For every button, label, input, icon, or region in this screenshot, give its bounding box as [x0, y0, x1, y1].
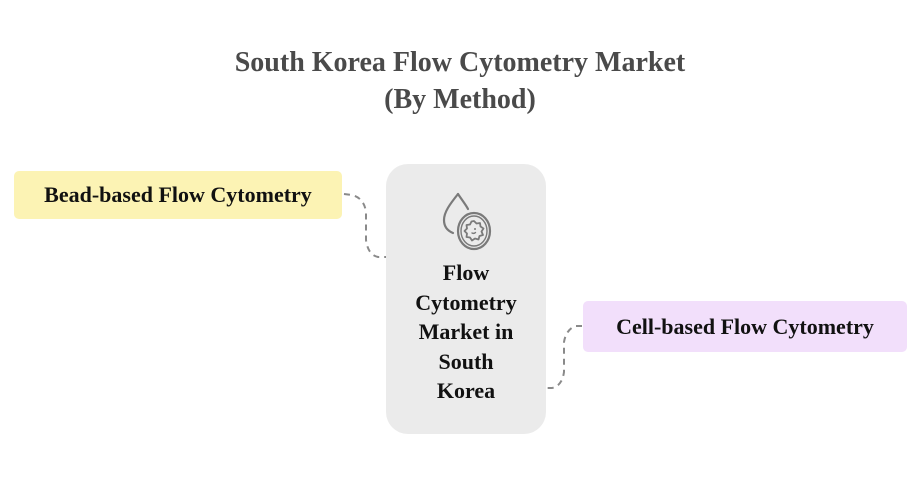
node-bead-based: Bead-based Flow Cytometry [14, 171, 342, 219]
diagram-title: South Korea Flow Cytometry Market (By Me… [0, 44, 920, 118]
connector-cell [546, 325, 582, 389]
connector-bead [343, 193, 386, 258]
node-cell-based: Cell-based Flow Cytometry [583, 301, 907, 352]
center-label-line: Flow [442, 260, 490, 285]
center-label-line: South [438, 348, 494, 374]
center-label-line: Korea [436, 378, 496, 403]
center-node-label: Flow Cytometry Market in South Korea [386, 258, 546, 406]
title-line-1: South Korea Flow Cytometry Market [234, 47, 686, 78]
node-bead-based-label: Bead-based Flow Cytometry [44, 182, 312, 207]
title-line-2: (By Method) [384, 84, 536, 115]
center-node [386, 164, 546, 434]
center-label-line: Market in [418, 319, 514, 344]
center-label-line: Cytometry [415, 289, 517, 315]
droplet-cell-icon [442, 192, 492, 251]
node-cell-based-label: Cell-based Flow Cytometry [616, 313, 874, 339]
